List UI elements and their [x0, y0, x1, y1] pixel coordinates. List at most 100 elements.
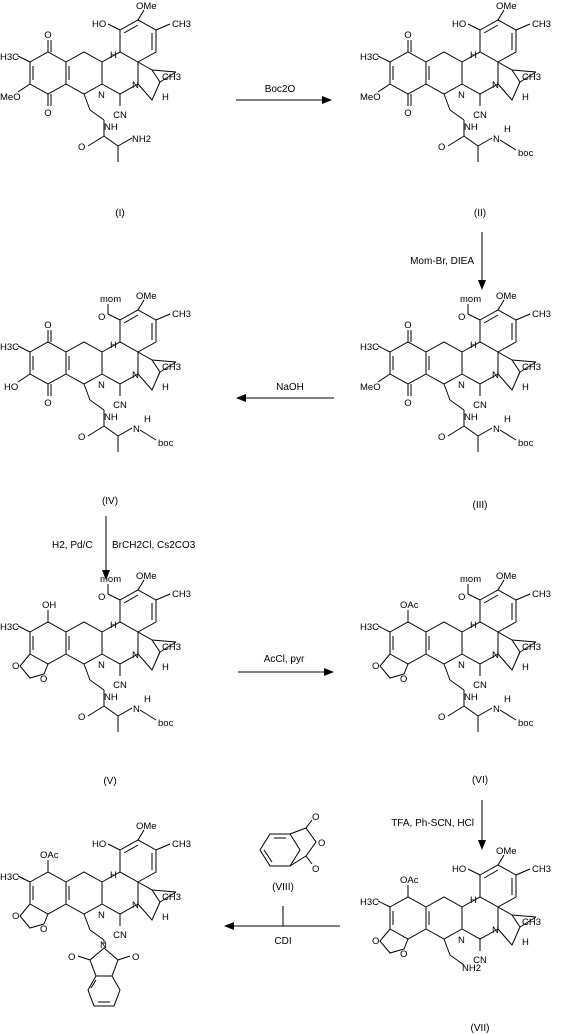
- compound-V: OH H3C O O O mom OMe CH3 N N H H CH3 CN …: [0, 571, 191, 787]
- atom-boc: boc: [158, 438, 174, 449]
- atom-o-d2: O: [400, 949, 407, 960]
- atom-mom: mom: [100, 574, 121, 585]
- atom-o-a3: O: [312, 864, 319, 875]
- atom-boc: boc: [518, 438, 534, 449]
- atom-n2: N: [98, 380, 105, 391]
- arrow-step-6: TFA, Ph-SCN, HCl: [391, 800, 486, 850]
- atom-ch3-ring: CH3: [172, 839, 191, 850]
- atom-h3c: H3C: [0, 622, 19, 633]
- atom-h3c: H3C: [360, 52, 379, 63]
- atom-n-phth: N: [100, 940, 107, 951]
- atom-h-boc: H: [504, 414, 511, 425]
- atom-o-mom: O: [98, 312, 105, 323]
- atom-ome-top: OMe: [496, 1, 517, 12]
- atom-cn: CN: [113, 400, 127, 411]
- atom-n-boc: N: [133, 424, 140, 435]
- atom-o2: O: [44, 398, 51, 409]
- atom-n2: N: [458, 935, 465, 946]
- atom-n1: N: [132, 650, 139, 661]
- compound-label-V: (V): [103, 776, 116, 787]
- atom-h-boc: H: [144, 414, 151, 425]
- atom-o3: O: [438, 432, 445, 443]
- atom-h3c: H3C: [0, 52, 19, 63]
- compound-III: O O H3C MeO O mom OMe CH3 N N H H CH3 CN…: [360, 291, 551, 511]
- atom-ch3-ring: CH3: [172, 589, 191, 600]
- arrow-step-7: CDI: [224, 906, 340, 947]
- atom-h1: H: [110, 620, 117, 631]
- atom-o-mom: O: [458, 592, 465, 603]
- atom-ch3-bridge: CH3: [522, 917, 541, 928]
- atom-o-d2: O: [400, 674, 407, 685]
- compound-I: O O H3C MeO HO OMe CH3 N N H H CH3 CN NH…: [0, 1, 191, 219]
- atom-ch3-bridge: CH3: [162, 892, 181, 903]
- atom-ho: HO: [452, 19, 466, 30]
- atom-n1: N: [132, 900, 139, 911]
- atom-nh: NH: [464, 692, 478, 703]
- atom-h1: H: [110, 340, 117, 351]
- atom-n1: N: [132, 80, 139, 91]
- atom-n-boc: N: [493, 704, 500, 715]
- atom-n1: N: [492, 650, 499, 661]
- atom-ome-top: OMe: [496, 846, 517, 857]
- atom-nh: NH: [464, 412, 478, 423]
- arrow-step-5: AcCl, pyr: [238, 654, 334, 676]
- compound-label-III: (III): [473, 500, 488, 511]
- reagent-step-3: NaOH: [276, 382, 304, 393]
- atom-h3c: H3C: [360, 897, 379, 908]
- atom-o2: O: [404, 398, 411, 409]
- atom-o3: O: [438, 712, 445, 723]
- atom-n1: N: [492, 925, 499, 936]
- atom-o-a2: O: [318, 838, 325, 849]
- atom-ho: HO: [92, 839, 106, 850]
- atom-h2: H: [162, 382, 169, 393]
- atom-nh: NH: [104, 692, 118, 703]
- atom-h3c: H3C: [0, 342, 19, 353]
- atom-o1: O: [44, 320, 51, 331]
- atom-h2: H: [522, 382, 529, 393]
- reagent-step-2: Mom-Br, DIEA: [410, 256, 474, 267]
- atom-ch3-ring: CH3: [532, 864, 551, 875]
- atom-mom: mom: [460, 574, 481, 585]
- reagent-step-1: Boc2O: [265, 84, 296, 95]
- reagent-step-5: AcCl, pyr: [264, 654, 305, 665]
- atom-ch3-bridge: CH3: [522, 362, 541, 373]
- atom-nh: NH: [104, 122, 118, 133]
- atom-meo: MeO: [0, 92, 21, 103]
- compound-label-II: (II): [474, 208, 486, 219]
- atom-h3c: H3C: [360, 622, 379, 633]
- atom-ho-left: HO: [4, 382, 18, 393]
- atom-cn: CN: [473, 955, 487, 966]
- atom-ome-top: OMe: [136, 821, 157, 832]
- compound-VI: OAc H3C O O O mom OMe CH3 N N H H CH3 CN…: [360, 571, 551, 786]
- atom-o-mom: O: [458, 312, 465, 323]
- arrow-step-3: NaOH: [236, 382, 334, 402]
- atom-h1: H: [110, 870, 117, 881]
- atom-o3: O: [78, 142, 85, 153]
- atom-ch3-ring: CH3: [532, 309, 551, 320]
- atom-nh: NH: [104, 412, 118, 423]
- atom-h1: H: [470, 50, 477, 61]
- atom-oac: OAc: [400, 875, 419, 886]
- compound-label-I: (I): [115, 208, 124, 219]
- compound-label-VIII: (VIII): [272, 882, 294, 893]
- atom-o-p1: O: [68, 952, 75, 963]
- atom-o3: O: [78, 432, 85, 443]
- atom-oac: OAc: [400, 600, 419, 611]
- atom-n-boc: N: [493, 424, 500, 435]
- compound-II: O O H3C MeO HO OMe CH3 N N H H CH3 CN NH…: [360, 1, 551, 219]
- atom-o-d1: O: [12, 911, 19, 922]
- atom-nh2: NH2: [462, 963, 481, 974]
- atom-cn: CN: [473, 400, 487, 411]
- atom-h3c: H3C: [0, 872, 19, 883]
- atom-h-boc: H: [504, 694, 511, 705]
- atom-cn: CN: [473, 680, 487, 691]
- atom-ho: HO: [92, 19, 106, 30]
- atom-n2: N: [98, 660, 105, 671]
- atom-h2: H: [162, 92, 169, 103]
- atom-o2: O: [404, 108, 411, 119]
- atom-ch3-bridge: CH3: [162, 642, 181, 653]
- atom-n2: N: [458, 660, 465, 671]
- atom-oh: OH: [42, 600, 56, 611]
- atom-ome-top: OMe: [136, 571, 157, 582]
- atom-n-boc: N: [493, 134, 500, 145]
